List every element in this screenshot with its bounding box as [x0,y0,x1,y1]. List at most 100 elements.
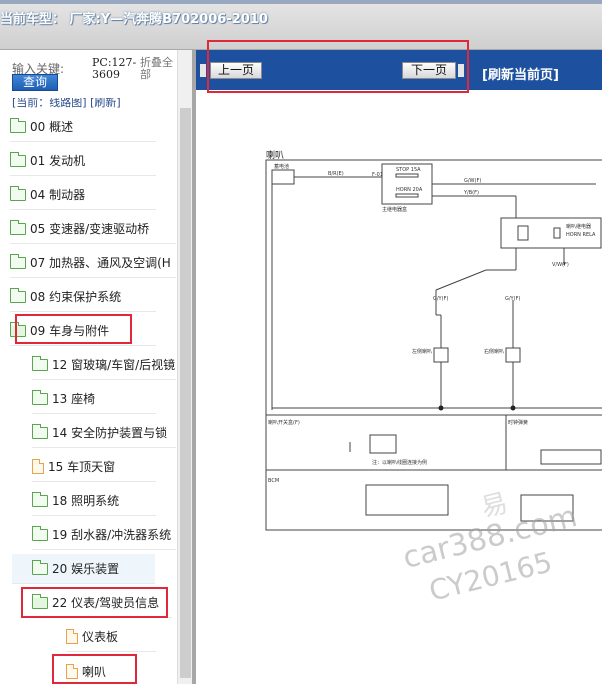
clock-spring-connector [540,449,602,465]
relay-name-label: 喇叭继电器 [566,223,591,230]
tree-item-07[interactable]: 07 加热器、通风及空调(H [10,248,176,278]
junction-dot [438,405,444,411]
diagram-frame [265,159,602,531]
fuse-horn-label: HORN 20A [396,187,423,193]
folder-icon [10,117,26,133]
fuse-horn [395,193,419,198]
folder-open-icon [32,593,48,609]
wire-gw-label: G/W(F) [464,178,481,184]
diagram-title: 喇叭 [266,151,285,161]
junction-dot [510,405,516,411]
keyword-input[interactable]: PC:127-3609 [92,56,137,81]
fuse-stop [395,173,419,178]
diagram-area: 喇叭 [196,90,602,684]
tree-item-label: 喇叭 [82,664,107,679]
wire-gy2-label: G/Y(F) [505,296,520,302]
nav-bar: 上一页 下一页 [刷新当前页] [196,50,602,90]
document-icon [66,629,78,644]
relay-coil [517,225,529,241]
current-location[interactable]: [当前：线路图] [刷新] [12,98,121,109]
right-horn-symbol [505,347,521,363]
fuse-stop-label: STOP 15A [396,167,421,173]
next-page-button[interactable]: 下一页 [402,62,456,79]
bcm-label: BCM [268,478,279,484]
wire-br-label: B/R(E) [328,171,344,177]
note-label: 注：以喇叭线圈连接为例 [372,459,427,466]
tree-item-20[interactable]: 20 娱乐装置 [12,554,155,584]
fuse-box-label: 主继电器盒 [382,206,407,213]
tree-item-label: 08 约束保护系统 [30,290,122,304]
relay-contact [553,227,561,239]
tree-item-19[interactable]: 19 刮水器/冲洗器系统 [32,520,176,550]
scroll-thumb[interactable] [180,108,191,678]
folder-icon [10,151,26,167]
folder-icon [32,355,48,371]
clock-spring-label: 时钟弹簧 [508,419,528,426]
folder-icon [32,559,48,575]
prev-page-button[interactable]: 上一页 [210,62,262,79]
tree-item-label: 15 车顶天窗 [48,460,116,474]
tree-item-label: 07 加热器、通风及空调(H [30,256,171,270]
tree-item-instrument-panel[interactable]: 仪表板 [66,622,156,652]
panel-divider[interactable] [192,50,196,684]
battery-label: 蓄电池 [274,163,289,170]
folder-icon [32,525,48,541]
horn-switch-box-label: 喇叭开关盒(F) [268,419,300,426]
folder-open-icon [10,321,26,337]
tree-item-label: 04 制动器 [30,188,86,202]
folder-icon [32,491,48,507]
bcm-connector-left [365,484,449,516]
battery-symbol [271,169,295,185]
tree-item-label: 18 照明系统 [52,494,120,508]
wire-gy1-label: G/Y(F) [433,296,448,302]
folder-icon [32,389,48,405]
tree-item-label: 05 变速器/变速驱动桥 [30,222,150,236]
folder-icon [10,219,26,235]
folder-icon [10,253,26,269]
next-arrow-icon [458,64,464,77]
tree-item-01[interactable]: 01 发动机 [10,146,156,176]
refresh-page-link[interactable]: [刷新当前页] [482,68,559,83]
tree-item-00[interactable]: 00 概述 [10,112,156,142]
tree-item-08[interactable]: 08 约束保护系统 [10,282,156,312]
tree-item-label: 14 安全防护装置与锁 [52,426,168,440]
tree-item-label: 仪表板 [82,630,119,644]
left-panel: 输入关键: PC:127-3609 折叠全部 查询 [当前：线路图] [刷新] … [0,50,178,684]
title-bar: 当前车型： 厂家:Y—汽奔腾B702006-2010 [0,0,602,50]
tree-item-horn[interactable]: 喇叭 [66,656,156,684]
tree-item-label: 13 座椅 [52,392,96,406]
search-box: 输入关键: PC:127-3609 折叠全部 查询 [0,50,178,98]
tree-item-09[interactable]: 09 车身与附件 [10,316,156,346]
vehicle-title: 当前车型： 厂家:Y—汽奔腾B702006-2010 [0,12,268,27]
tree-item-22[interactable]: 22 仪表/驾驶员信息 [32,588,172,618]
left-horn-symbol [433,347,449,363]
tree-item-label: 12 窗玻璃/车窗/后视镜 [52,358,176,372]
tree-item-label: 19 刮水器/冲洗器系统 [52,528,172,542]
tree-item-label: 22 仪表/驾驶员信息 [52,596,160,610]
horn-switch [369,434,397,454]
tree-item-label: 20 娱乐装置 [52,562,120,576]
right-horn-label: 右侧喇叭 [484,348,504,355]
tree-scrollbar[interactable] [177,50,192,684]
fold-all-link[interactable]: 折叠全部 [140,56,173,81]
tree-item-05[interactable]: 05 变速器/变速驱动桥 [10,214,176,244]
tree-item-18[interactable]: 18 照明系统 [32,486,156,516]
tree-item-13[interactable]: 13 座椅 [32,384,156,414]
tree-item-label: 01 发动机 [30,154,86,168]
bcm-connector-right [520,494,574,522]
prev-arrow-icon [200,64,206,77]
tree-item-label: 00 概述 [30,120,74,134]
tree-item-15[interactable]: 15 车顶天窗 [32,452,156,482]
left-horn-label: 左侧喇叭 [412,348,432,355]
relay-code-label: HORN RELA [566,232,596,238]
tree-item-12[interactable]: 12 窗玻璃/车窗/后视镜 [32,350,176,380]
tree-item-label: 09 车身与附件 [30,324,110,338]
tree-item-14[interactable]: 14 安全防护装置与锁 [32,418,176,448]
folder-icon [10,287,26,303]
keyword-label: 输入关键: [12,62,65,76]
tree-item-04[interactable]: 04 制动器 [10,180,156,210]
search-button[interactable]: 查询 [12,74,58,91]
wire-vw-label: V/W(F) [552,262,569,268]
wire-y-label: Y/B(F) [463,190,479,196]
document-icon [32,459,44,474]
